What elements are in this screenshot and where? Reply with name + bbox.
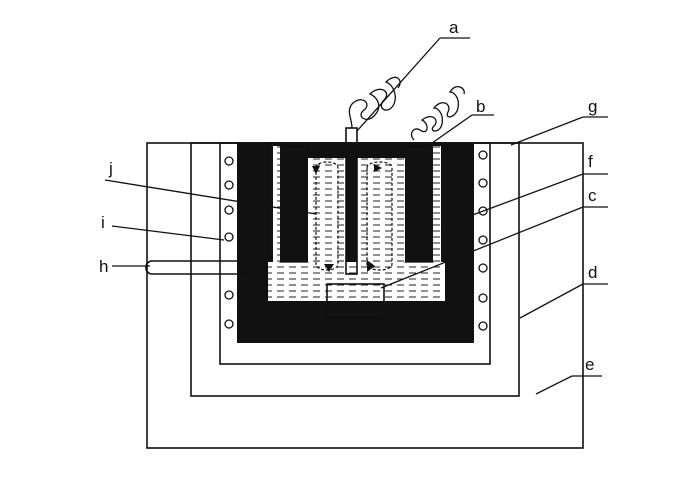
left-melt-channel (308, 158, 346, 262)
left-flow-loop (315, 161, 339, 271)
label-b: b (476, 97, 485, 116)
leader-lines (104, 37, 608, 395)
bottom-well (326, 283, 385, 319)
flow-arrow-icon (367, 260, 375, 272)
label-e: e (585, 355, 594, 374)
label-g: g (588, 97, 597, 116)
label-c: c (588, 186, 597, 205)
left-induction-coils (224, 156, 234, 329)
flow-arrow-icon (324, 264, 334, 272)
label-f: f (588, 152, 593, 171)
thermocouple-probe (145, 260, 251, 275)
flow-arrow-icon (374, 164, 382, 172)
right-melt-gap (433, 146, 441, 262)
label-j: j (108, 159, 113, 178)
left-melt-gap (273, 146, 280, 262)
flow-arrow-icon (312, 166, 320, 174)
label-h: h (99, 257, 108, 276)
right-induction-coils (478, 150, 488, 331)
label-a: a (449, 18, 459, 37)
coil-spring-wire (410, 86, 465, 141)
label-i: i (101, 213, 105, 232)
label-d: d (588, 263, 597, 282)
right-melt-channel (357, 158, 405, 262)
electrode-spring-wire (348, 76, 401, 129)
